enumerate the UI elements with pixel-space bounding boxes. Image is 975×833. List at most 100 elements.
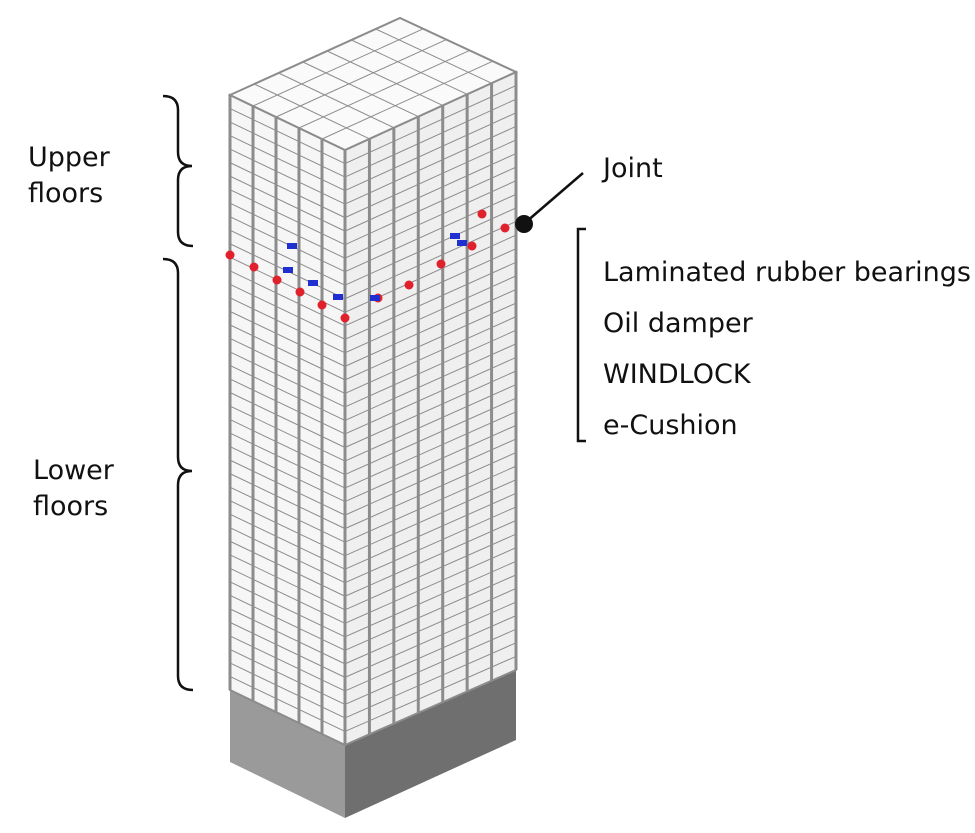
floor-beam bbox=[229, 689, 346, 746]
damper-marker bbox=[370, 295, 380, 301]
floor-beam bbox=[229, 405, 346, 462]
floor-beam bbox=[344, 85, 517, 164]
floor-beam bbox=[229, 648, 346, 705]
floor-beam bbox=[229, 608, 346, 665]
floor-beam bbox=[229, 581, 346, 638]
floor-beam bbox=[229, 162, 346, 219]
joint-label: Joint bbox=[603, 151, 663, 187]
rubber-bearing-marker bbox=[295, 287, 305, 297]
floor-beam bbox=[344, 397, 517, 476]
floor-beam bbox=[344, 248, 517, 327]
damper-marker bbox=[450, 233, 460, 239]
roof-beam bbox=[321, 60, 494, 140]
floor-beam bbox=[229, 432, 346, 489]
floor-beam bbox=[344, 139, 517, 219]
upper-floors-text: Upper floors bbox=[28, 142, 110, 209]
floor-beam bbox=[229, 337, 346, 394]
floor-beam bbox=[229, 121, 346, 178]
floor-beam bbox=[344, 547, 517, 624]
floor-beam bbox=[344, 193, 517, 273]
damper-marker bbox=[287, 243, 297, 249]
roof-beam bbox=[326, 50, 443, 106]
floor-beam bbox=[344, 343, 517, 421]
floor-beam bbox=[229, 365, 346, 421]
floor-beam bbox=[229, 635, 346, 692]
floor-beam bbox=[344, 479, 517, 557]
floor-beam bbox=[344, 655, 517, 732]
floor-beam bbox=[229, 662, 346, 719]
floor-beam bbox=[344, 492, 517, 570]
rubber-bearing-marker bbox=[225, 250, 235, 260]
floor-beam bbox=[344, 642, 517, 719]
floor-beam bbox=[344, 316, 517, 394]
floor-beam bbox=[229, 94, 346, 151]
joint-text: Joint bbox=[603, 153, 663, 184]
rubber-bearing-marker bbox=[500, 223, 510, 233]
floor-beam bbox=[344, 438, 517, 516]
floor-beam bbox=[229, 554, 346, 611]
floor-beam bbox=[229, 621, 346, 678]
floor-beam bbox=[229, 310, 346, 367]
joint-devices bbox=[225, 209, 510, 323]
floor-beam bbox=[344, 288, 517, 367]
floor-beam bbox=[344, 329, 517, 408]
device-item: WINDLOCK bbox=[603, 359, 751, 390]
floor-beam bbox=[344, 207, 517, 286]
floor-beam bbox=[229, 513, 346, 570]
floor-beam bbox=[229, 202, 346, 259]
joint-leader-line bbox=[525, 172, 584, 223]
floor-beam bbox=[229, 378, 346, 435]
floor-beam bbox=[344, 384, 517, 462]
damper-marker bbox=[333, 294, 343, 300]
lower-floors-bracket bbox=[162, 257, 194, 692]
floor-beam bbox=[344, 669, 517, 746]
roof-beam bbox=[278, 72, 395, 129]
roof-beam bbox=[254, 83, 370, 140]
floor-beam bbox=[344, 221, 517, 300]
floor-beam bbox=[229, 392, 346, 448]
floor-beam bbox=[229, 500, 346, 557]
floor-beam bbox=[344, 98, 517, 178]
floor-beam bbox=[229, 459, 346, 516]
floor-beam bbox=[344, 356, 517, 435]
device-item: Oil damper bbox=[603, 308, 753, 339]
floor-beam bbox=[229, 527, 346, 584]
floor-beam bbox=[229, 148, 346, 205]
roof-beam bbox=[351, 39, 468, 95]
roof-beam bbox=[302, 61, 419, 118]
floor-beam bbox=[344, 506, 517, 584]
rubber-bearing-marker bbox=[436, 259, 446, 269]
floor-beam bbox=[229, 567, 346, 624]
floor-beam bbox=[229, 189, 346, 246]
rubber-bearing-marker bbox=[467, 241, 477, 251]
floor-beam bbox=[344, 601, 517, 678]
floor-beam bbox=[229, 540, 346, 597]
floor-beam bbox=[229, 486, 346, 543]
device-item: e-Cushion bbox=[603, 410, 738, 441]
floor-beam bbox=[229, 446, 346, 503]
floor-beam bbox=[229, 324, 346, 381]
lower-floors-text: Lower floors bbox=[33, 455, 114, 522]
roof-beam bbox=[298, 49, 470, 129]
damper-marker bbox=[308, 280, 318, 286]
floor-beam bbox=[344, 452, 517, 530]
floor-beam bbox=[229, 283, 346, 340]
device-item: Laminated rubber bearings bbox=[603, 257, 971, 288]
floor-beam bbox=[229, 229, 346, 286]
floor-beam bbox=[344, 411, 517, 489]
floor-beam bbox=[229, 594, 346, 651]
tower-frame bbox=[227, 16, 519, 747]
devices-bracket bbox=[576, 227, 586, 443]
upper-floors-bracket bbox=[162, 94, 194, 248]
floor-beam bbox=[344, 533, 517, 611]
floor-beam bbox=[344, 424, 517, 503]
floor-beam bbox=[344, 125, 517, 205]
rubber-bearing-marker bbox=[272, 275, 282, 285]
upper-floors-label: Upper floors bbox=[28, 140, 110, 212]
device-list: Laminated rubber bearings Oil damper WIN… bbox=[603, 247, 971, 451]
floor-beam bbox=[229, 351, 346, 408]
joint-marker-dot bbox=[515, 215, 533, 233]
floor-beam bbox=[344, 302, 517, 381]
damper-marker bbox=[283, 267, 293, 273]
